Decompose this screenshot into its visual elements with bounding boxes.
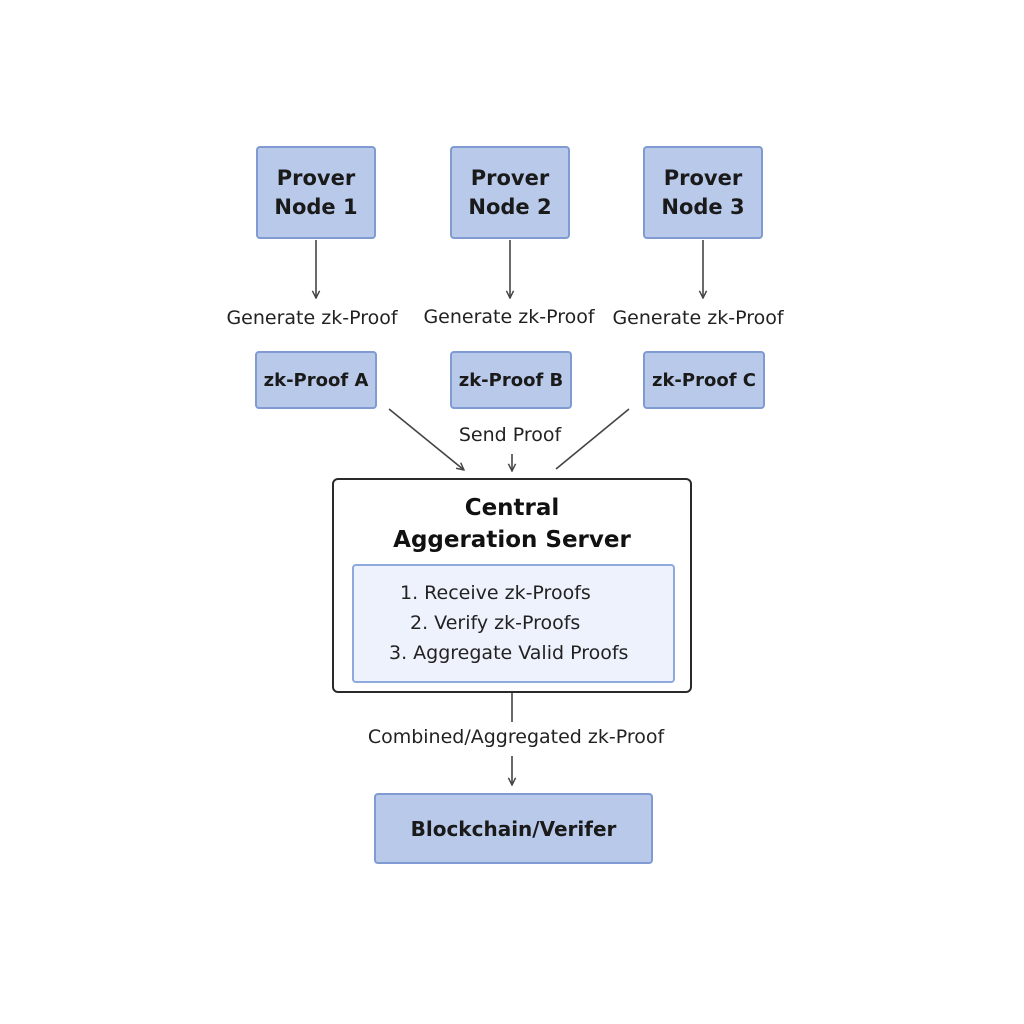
prover-node-2-line1: Prover bbox=[470, 165, 550, 190]
prover-node-1-line2: Node 1 bbox=[274, 194, 358, 219]
prover-node-2: Prover Node 2 bbox=[450, 146, 570, 239]
generate-label-2: Generate zk-Proof bbox=[423, 306, 595, 328]
prover-node-3-line1: Prover bbox=[663, 165, 743, 190]
combined-proof-label: Combined/Aggregated zk-Proof bbox=[367, 726, 665, 748]
step-verify: 2. Verify zk-Proofs bbox=[410, 612, 581, 634]
step-aggregate: 3. Aggregate Valid Proofs bbox=[389, 642, 629, 664]
proof-box-b: zk-Proof B bbox=[450, 351, 572, 409]
prover-node-1-line1: Prover bbox=[276, 165, 356, 190]
prover-node-3: Prover Node 3 bbox=[643, 146, 763, 239]
step-receive: 1. Receive zk-Proofs bbox=[400, 582, 591, 604]
proof-box-c: zk-Proof C bbox=[643, 351, 765, 409]
server-title: Central Aggeration Server bbox=[334, 492, 690, 556]
send-proof-label: Send Proof bbox=[458, 424, 562, 446]
blockchain-verifier-node: Blockchain/Verifer bbox=[374, 793, 653, 864]
prover-node-3-line2: Node 3 bbox=[661, 194, 745, 219]
server-steps-panel: 1. Receive zk-Proofs 2. Verify zk-Proofs… bbox=[352, 564, 675, 683]
prover-node-2-line2: Node 2 bbox=[468, 194, 552, 219]
server-title-line2: Aggeration Server bbox=[393, 527, 631, 553]
generate-label-3: Generate zk-Proof bbox=[612, 307, 784, 329]
arrow-proofA-server bbox=[388, 408, 464, 470]
aggregation-server: Central Aggeration Server 1. Receive zk-… bbox=[332, 478, 692, 693]
generate-label-1: Generate zk-Proof bbox=[226, 307, 398, 329]
line-proofC-server bbox=[555, 408, 630, 470]
prover-node-1: Prover Node 1 bbox=[256, 146, 376, 239]
proof-box-a: zk-Proof A bbox=[255, 351, 377, 409]
server-title-line1: Central bbox=[464, 495, 560, 521]
